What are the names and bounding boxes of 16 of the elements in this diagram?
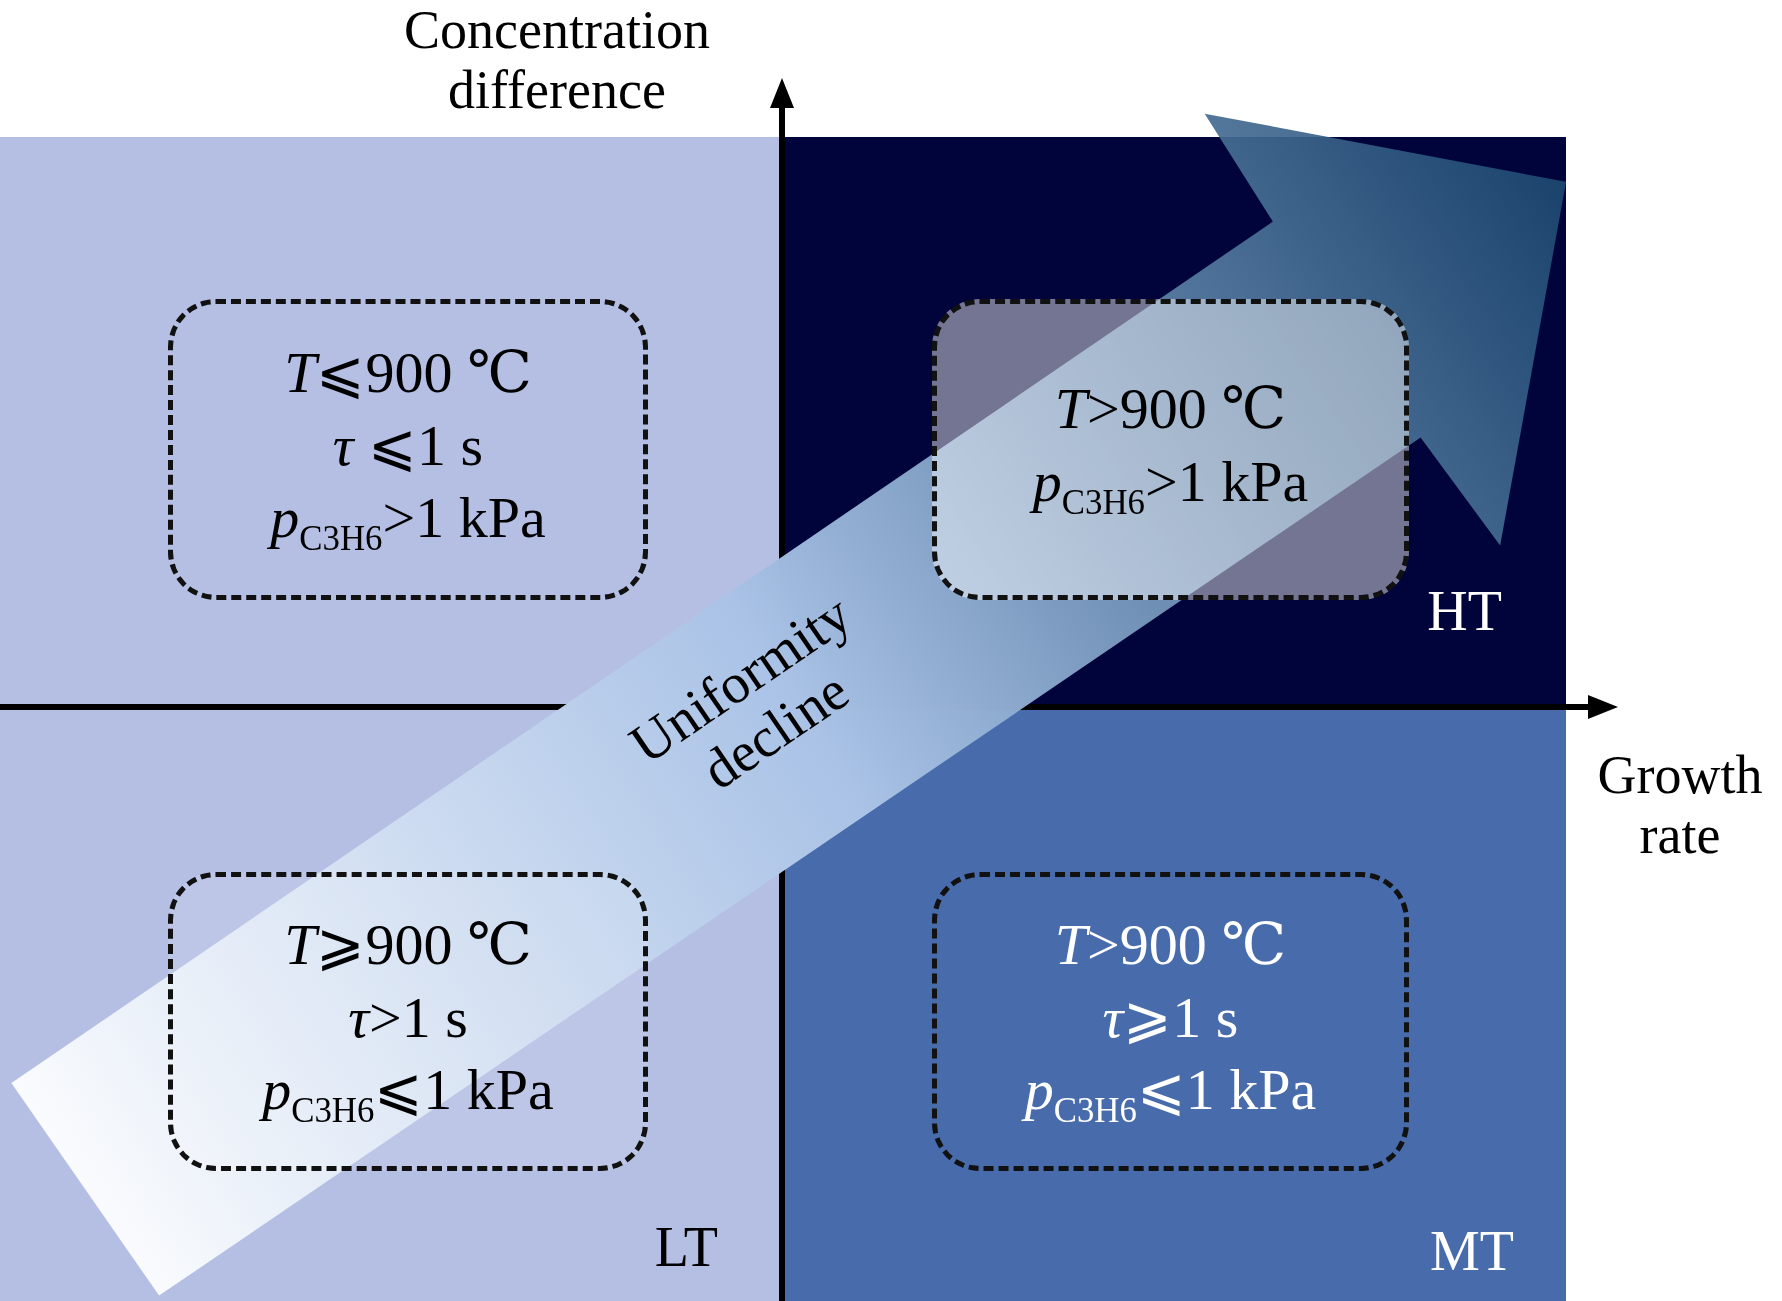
quadrant-label: HT [1427,583,1502,639]
dashed-condition-box [168,299,648,600]
quadrant-label: LT [654,1219,718,1275]
condition-text: T>900 ℃ [1054,376,1287,444]
axis-title: Growth rate [1596,745,1764,866]
condition-text: τ ⩽1 s [332,412,484,480]
condition-text: T>900 ℃ [1054,912,1287,979]
quadrant-label: MT [1430,1223,1514,1279]
dashed-condition-box [932,872,1409,1171]
condition-text: τ>1 s [348,984,468,1052]
condition-text: τ⩾1 s [1102,984,1239,1052]
condition-text: T⩽900 ℃ [284,340,532,407]
dashed-condition-box [932,299,1409,600]
axis-title: Concentration difference [403,0,711,121]
dashed-condition-box [168,872,648,1171]
condition-text: T⩾900 ℃ [284,912,532,979]
